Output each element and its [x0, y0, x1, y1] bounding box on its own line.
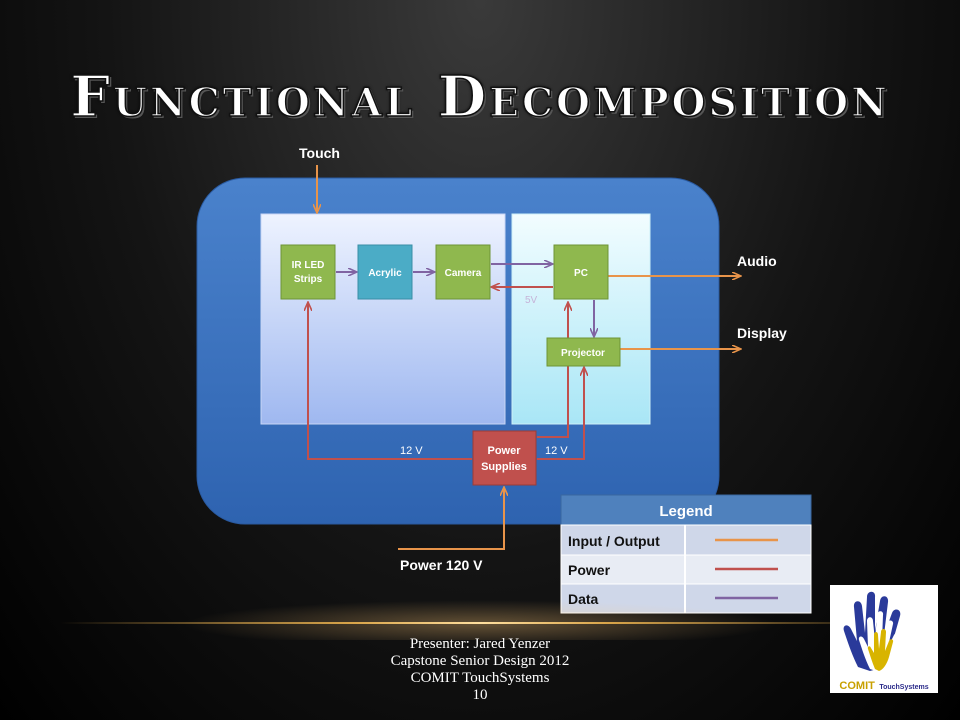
legend-data: Data — [568, 591, 599, 607]
slide-title: Functional Decomposition — [69, 63, 890, 131]
power-to-projector-arrow — [537, 368, 584, 460]
acrylic-label: Acrylic — [368, 268, 402, 279]
legend-power: Power — [568, 562, 611, 578]
projector-block: Projector — [546, 337, 621, 367]
footer-divider — [60, 622, 900, 624]
legend-input-output: Input / Output — [568, 533, 660, 549]
pc-label: PC — [574, 268, 588, 279]
footer-glow — [180, 600, 780, 640]
logo-brand: COMIT — [839, 680, 875, 692]
comit-logo: COMIT TouchSystems — [830, 585, 938, 693]
legend-title: Legend — [659, 503, 712, 520]
footer: Presenter: Jared Yenzer Capstone Senior … — [0, 636, 960, 704]
touch-label: Touch — [299, 145, 340, 161]
page-number: 10 — [472, 687, 488, 703]
logo-sub: TouchSystems — [879, 684, 929, 691]
power-supplies-label-1: Power — [487, 445, 521, 457]
power-supplies-label-2: Supplies — [481, 461, 527, 473]
twelve-v-right-label: 12 V — [545, 445, 568, 457]
audio-label: Audio — [737, 253, 777, 269]
power-input-arrow — [398, 488, 504, 550]
footer-presenter: Presenter: Jared Yenzer — [409, 636, 551, 652]
twelve-v-left-label: 12 V — [400, 445, 423, 457]
projector-label: Projector — [561, 348, 605, 359]
camera-block: Camera — [435, 244, 491, 300]
pc-block: PC — [553, 244, 609, 300]
footer-team: COMIT TouchSystems — [410, 670, 550, 686]
footer-course: Capstone Senior Design 2012 — [390, 653, 570, 669]
logo-wordmark: COMIT TouchSystems — [832, 676, 936, 694]
ir-led-strips-block: IR LED Strips — [280, 244, 336, 300]
power-input-label: Power 120 V — [400, 557, 483, 573]
camera-label: Camera — [445, 268, 482, 279]
display-label: Display — [737, 325, 787, 341]
legend: Legend Input / Output Power Data — [560, 494, 812, 614]
ir-led-label-1: IR LED — [292, 260, 325, 271]
five-v-label: 5V — [525, 295, 538, 306]
power-to-ir-arrow — [308, 303, 472, 460]
acrylic-block: Acrylic — [357, 244, 413, 300]
ir-led-label-2: Strips — [294, 274, 323, 285]
power-supplies-block: Power Supplies — [472, 430, 537, 486]
hands-icon — [843, 591, 901, 671]
